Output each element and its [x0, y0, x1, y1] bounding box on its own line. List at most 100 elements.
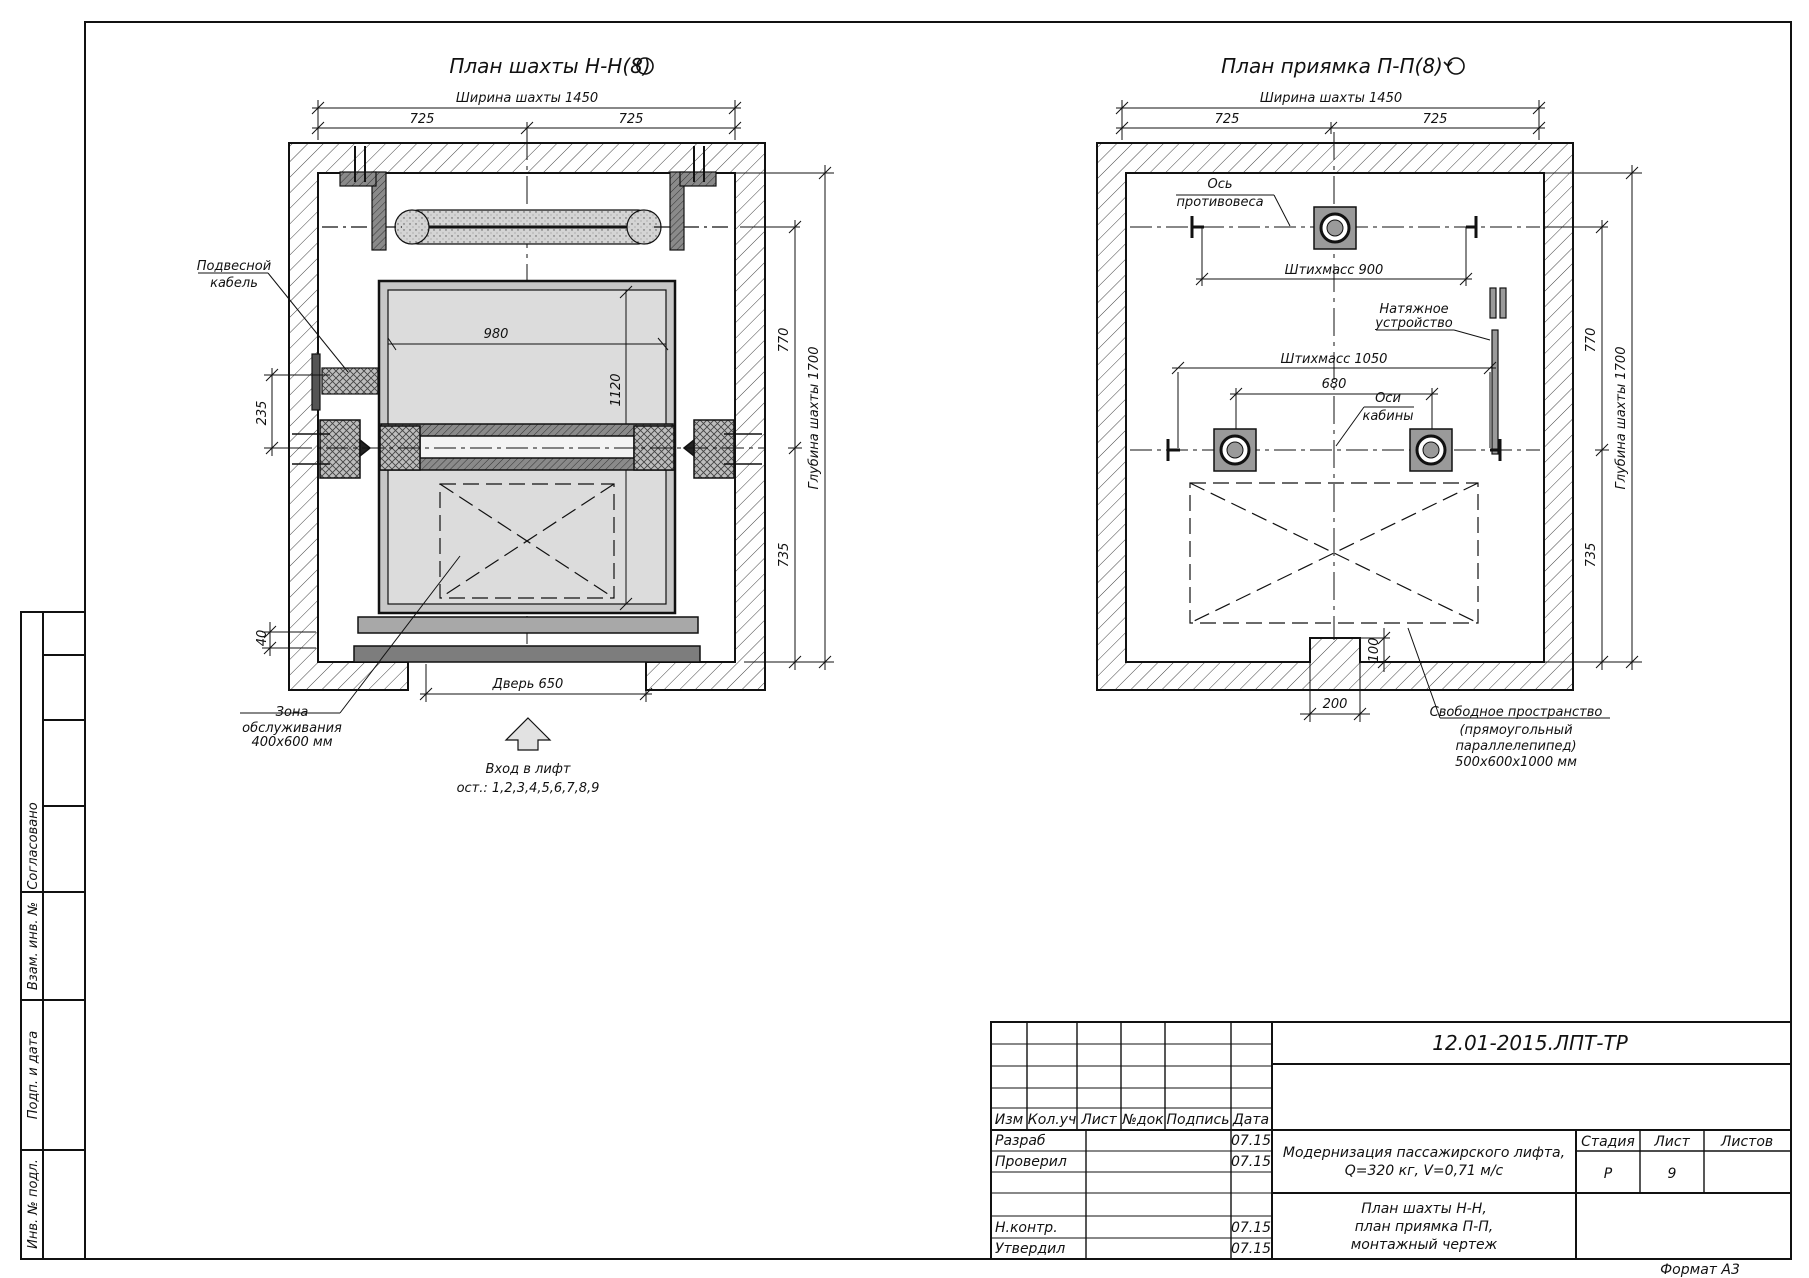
pit-plan-title: План приямка П-П(8) [1221, 54, 1443, 78]
doc-name-line-3: монтажный чертеж [1351, 1237, 1498, 1253]
stage-header: Стадия [1581, 1134, 1635, 1150]
cabin-width-label: 980 [484, 327, 509, 342]
entry-arrow-icon [504, 717, 552, 751]
row-checker: Проверил [995, 1154, 1067, 1170]
pit-depth-label: Глубина шахты 1700 [1614, 347, 1629, 490]
side-inv-orig-label: Инв. № подл. [26, 1159, 41, 1249]
niche-dimensions [1300, 628, 1391, 722]
shaft-width-dimensions [311, 100, 742, 140]
row-developer: Разраб [995, 1133, 1046, 1149]
door-label: Дверь 650 [492, 677, 564, 692]
rotate-symbol-icon [1443, 57, 1465, 75]
free-space-label-2: (прямоугольный [1459, 723, 1572, 738]
pit-width-dimensions [1115, 100, 1546, 140]
pit-depth-upper: 770 [1584, 328, 1599, 353]
col-ndoc: №док [1121, 1112, 1164, 1128]
buffer-spacing-dimension [1229, 387, 1439, 430]
pit-width-label: Ширина шахты 1450 [1260, 91, 1402, 106]
rotate-symbol-icon [632, 57, 654, 75]
pit-plan: План приямка П-П(8) Ширина шахты 1450 72… [1096, 54, 1642, 770]
shaft-width-label: Ширина шахты 1450 [456, 91, 598, 106]
entry-label-2: ост.: 1,2,3,4,5,6,7,8,9 [457, 781, 600, 796]
car-gauge-label: Штихмасс 1050 [1281, 352, 1388, 367]
free-space-callout [1407, 627, 1610, 719]
side-offset-label: 235 [255, 401, 270, 426]
car-axes-label-1: Оси [1375, 391, 1401, 406]
date-norm: 07.15 [1231, 1220, 1271, 1236]
tension-callout [1376, 329, 1491, 341]
sheet-header: Лист [1653, 1134, 1690, 1150]
format-label: Формат А3 [1660, 1262, 1740, 1278]
car-axes-callout [1335, 406, 1414, 447]
cabin-depth-label: 1120 [609, 373, 624, 406]
project-line-2: Q=320 кг, V=0,71 м/с [1345, 1163, 1504, 1179]
sheet-frame [84, 21, 1792, 1260]
free-space-zone [1189, 482, 1479, 624]
service-callout [240, 555, 461, 714]
service-zone [439, 483, 615, 599]
date-checker: 07.15 [1231, 1154, 1271, 1170]
cw-gauge-dimension [1195, 227, 1473, 286]
doc-name-line-1: План шахты Н-Н, [1361, 1201, 1487, 1217]
car-buffers [1130, 428, 1540, 472]
side-sign-date-label: Подп. и дата [26, 1031, 41, 1120]
sill-gap-label: 40 [255, 630, 270, 647]
shaft-depth-lower: 735 [777, 543, 792, 568]
counterweight-buffer [1130, 206, 1540, 250]
tension-label-1: Натяжное [1379, 302, 1448, 317]
service-label-2: обслуживания [242, 721, 342, 736]
pit-depth-dimensions [1544, 165, 1642, 670]
pit-half-right: 725 [1423, 112, 1448, 127]
tension-device [1489, 287, 1507, 455]
cabin [353, 279, 701, 663]
title-block [990, 1021, 1792, 1260]
side-agreed-label: Согласовано [26, 802, 41, 889]
niche-depth-label: 100 [1367, 638, 1382, 663]
buffer-spacing-label: 680 [1322, 377, 1347, 392]
cable-label-1: Подвесной [197, 259, 271, 274]
date-developer: 07.15 [1231, 1133, 1271, 1149]
shaft-plan-title: План шахты Н-Н(8) [449, 54, 650, 78]
cw-axis-callout [1176, 194, 1291, 227]
service-label-3: 400x600 мм [251, 735, 332, 750]
left-offset-dimensions [262, 368, 330, 656]
doc-code: 12.01-2015.ЛПТ-ТР [1432, 1031, 1628, 1055]
shaft-depth-upper: 770 [777, 328, 792, 353]
door-dimension [419, 664, 653, 702]
cw-axis-label-2: противовеса [1176, 195, 1263, 210]
col-list: Лист [1080, 1112, 1117, 1128]
shaft-half-right: 725 [619, 112, 644, 127]
travelling-cable [311, 353, 379, 411]
car-rails-beam [292, 419, 762, 479]
stage-value: Р [1604, 1166, 1613, 1182]
tension-label-2: устройство [1374, 316, 1452, 331]
shaft-plan: План шахты Н-Н(8) Ширина шахты 1450 725 … [197, 54, 834, 796]
side-swap-inv-label: Взам. инв. № [26, 902, 41, 990]
entry-label-1: Вход в лифт [486, 762, 571, 777]
col-izm: Изм [995, 1112, 1024, 1128]
counterweight [322, 146, 730, 251]
doc-name-line-2: план приямка П-П, [1355, 1219, 1493, 1235]
free-space-label-4: 500x600x1000 мм [1455, 755, 1577, 770]
pit-half-left: 725 [1215, 112, 1240, 127]
project-line-1: Модернизация пассажирского лифта, [1283, 1145, 1565, 1161]
free-space-label-3: параллелепипед) [1455, 739, 1576, 754]
shaft-depth-label: Глубина шахты 1700 [807, 347, 822, 490]
cable-label-2: кабель [210, 276, 258, 291]
free-space-label-1: Свободное пространство [1430, 705, 1603, 720]
shaft-depth-dimensions [734, 165, 834, 670]
col-kol: Кол.уч [1028, 1112, 1076, 1128]
niche-width-label: 200 [1323, 697, 1348, 712]
date-approver: 07.15 [1231, 1241, 1271, 1257]
cw-gauge-label: Штихмасс 900 [1285, 263, 1384, 278]
cable-callout [198, 272, 349, 373]
col-sign: Подпись [1167, 1112, 1230, 1128]
col-date: Дата [1232, 1112, 1269, 1128]
pit-depth-lower: 735 [1584, 543, 1599, 568]
shaft-half-left: 725 [410, 112, 435, 127]
side-stamp [20, 611, 86, 1260]
cw-axis-label-1: Ось [1207, 177, 1232, 192]
service-label-1: Зона [276, 705, 309, 720]
car-gauge-dimension [1171, 361, 1497, 448]
